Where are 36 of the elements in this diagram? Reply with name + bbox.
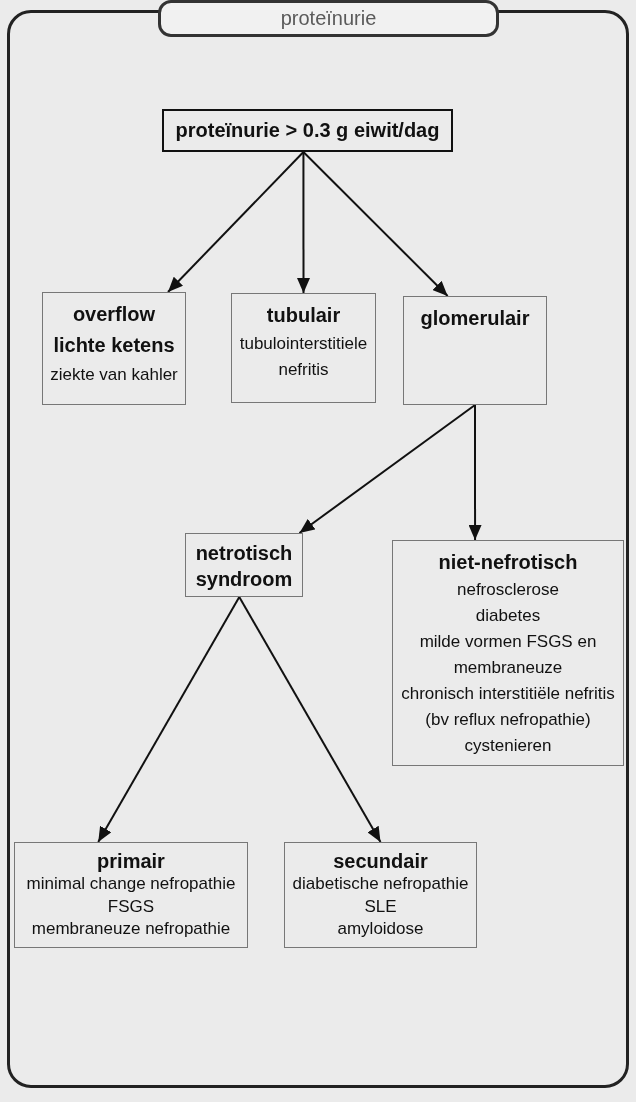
box-heading: glomerulair — [420, 306, 530, 331]
arrow — [238, 596, 382, 843]
process-box — [392, 540, 624, 766]
arrow — [297, 151, 310, 294]
process-box — [231, 293, 376, 403]
box-text: FSGS — [107, 895, 155, 918]
box-heading: primair — [97, 849, 165, 873]
arrow — [302, 151, 449, 297]
process-box — [185, 533, 303, 597]
heading-tab: proteïnurie — [158, 0, 499, 37]
box-text: tubulointerstitiele nefritis — [238, 333, 369, 381]
arrow — [97, 596, 241, 843]
box-text: ziekte van kahler — [50, 364, 178, 386]
arrow — [298, 404, 476, 534]
box-text: amyloidose — [337, 918, 424, 940]
box-text: membraneuze nefropathie — [31, 918, 231, 940]
box-heading: proteïnurie > 0.3 g eiwit/dag — [175, 119, 440, 142]
process-box — [403, 296, 547, 405]
box-heading: netrotisch syndroom — [194, 541, 294, 592]
arrow — [167, 151, 305, 293]
box-text: diabetes — [475, 605, 541, 627]
process-box — [14, 842, 248, 948]
box-text: SLE — [364, 895, 397, 918]
box-heading: overflow lichte ketens — [52, 302, 176, 358]
box-text: nefrosclerose — [456, 579, 560, 601]
box-text: chronisch interstitiële nefritis (bv reflux nefropathie) — [400, 683, 616, 731]
box-heading: tubulair — [266, 303, 341, 328]
box-heading: secundair — [333, 849, 428, 873]
box-text: minimal change nefropathie — [26, 873, 236, 895]
arrow — [468, 404, 482, 541]
box-text: cystenieren — [464, 735, 552, 757]
box-text: diabetische nefropathie — [292, 873, 469, 895]
process-box — [162, 109, 453, 152]
process-box — [42, 292, 186, 405]
process-box — [284, 842, 477, 948]
box-heading: niet-nefrotisch — [438, 550, 578, 575]
